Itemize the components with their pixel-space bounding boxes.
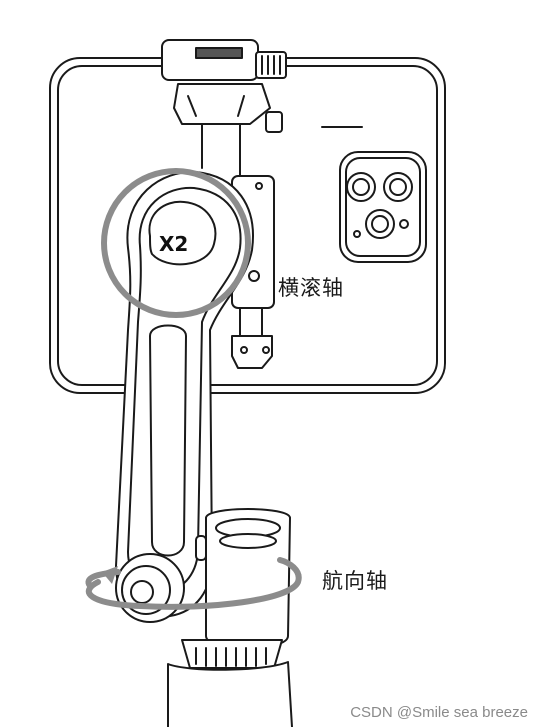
roll-axis-label: 横滚轴: [278, 276, 344, 300]
gimbal-arm: [115, 170, 254, 618]
yaw-joint-knob: [115, 553, 185, 623]
model-label: X2: [159, 232, 189, 256]
yaw-axis-label: 航向轴: [322, 569, 388, 593]
bottom-clamp: [231, 307, 273, 369]
base-yaw-motor: [167, 508, 293, 727]
yaw-arrowhead-icon: [102, 566, 118, 584]
top-clamp: [161, 39, 287, 177]
camera-module: [339, 151, 427, 263]
roll-axis-highlight: [101, 168, 251, 318]
watermark: CSDN @Smile sea breeze: [350, 704, 528, 721]
